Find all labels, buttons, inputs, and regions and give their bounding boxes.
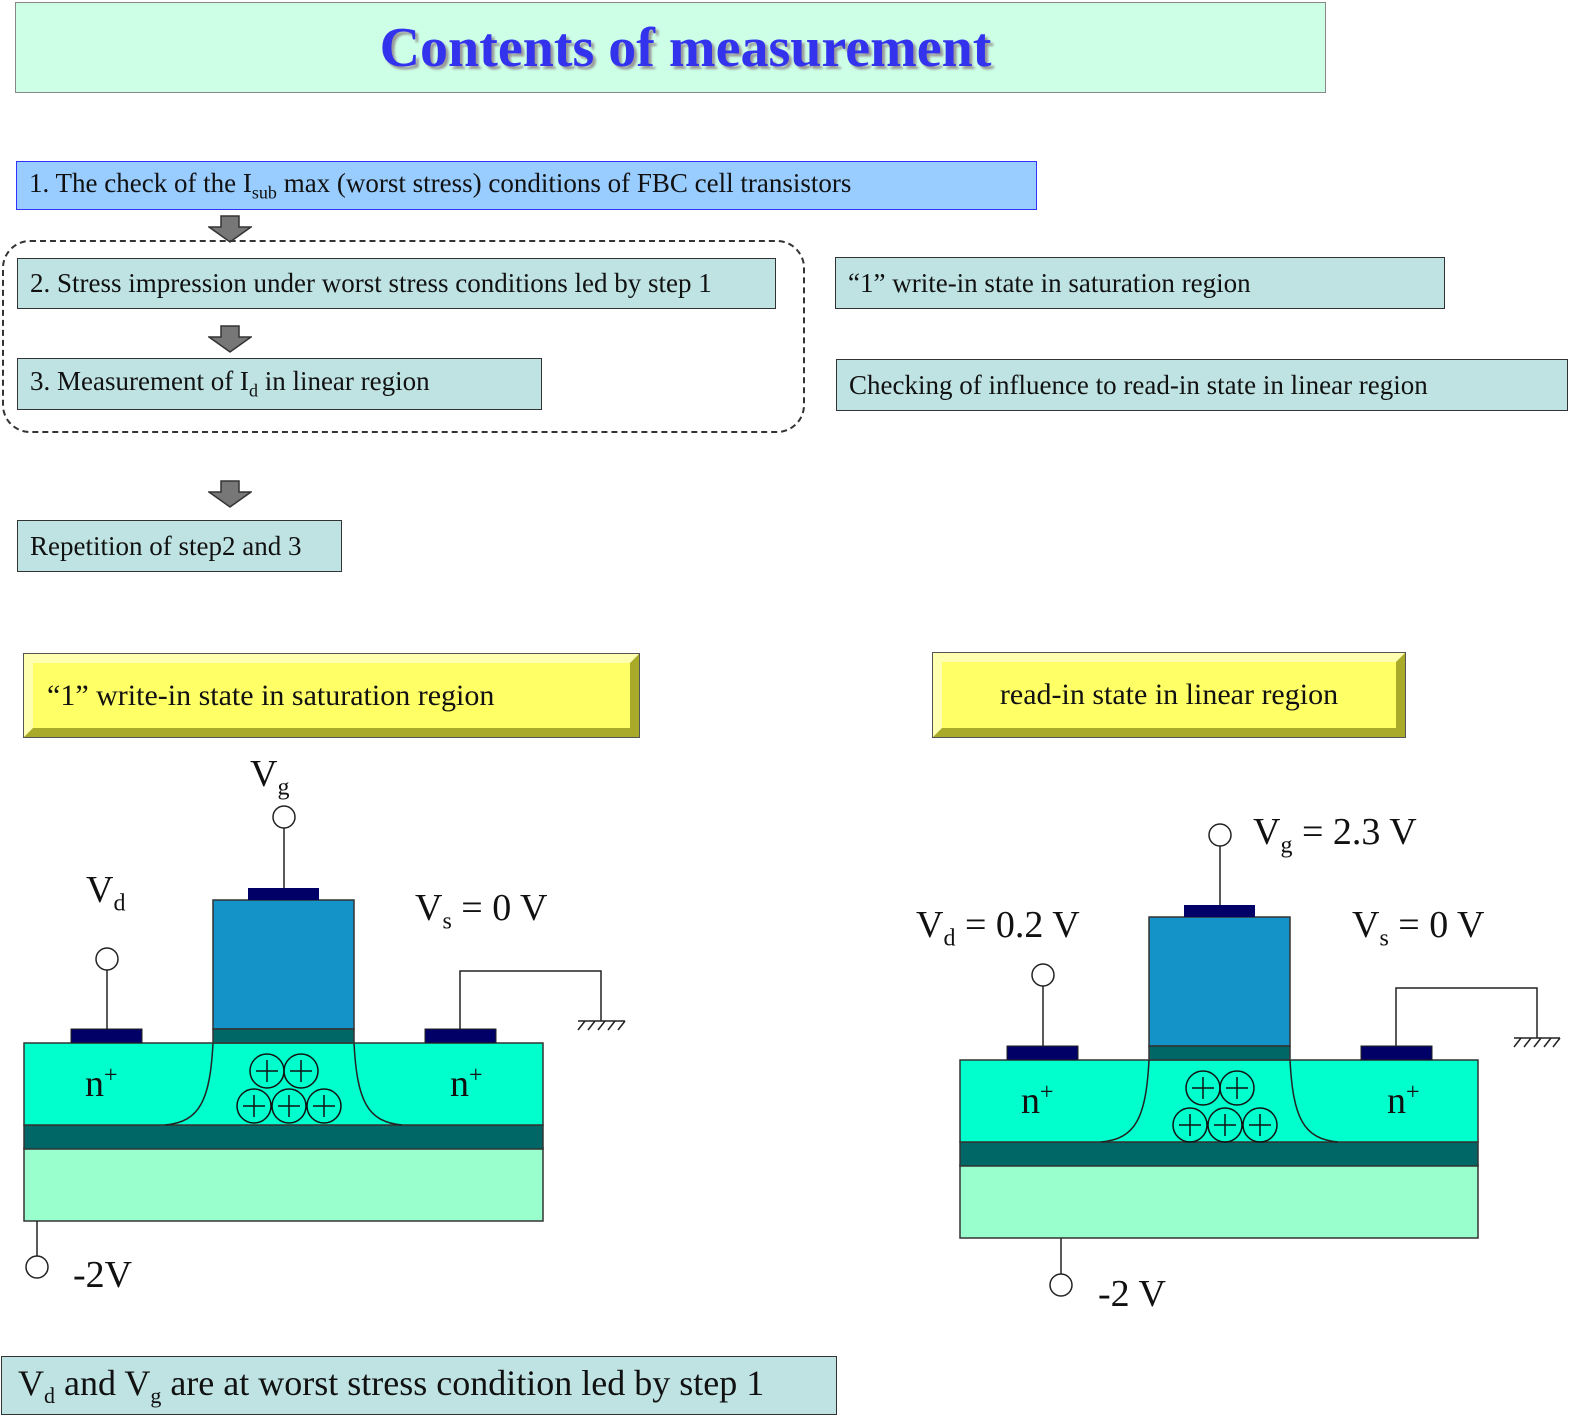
right-diagram-heading: read-in state in linear region [932,652,1406,738]
title-banner: Contents of measurement [15,2,1326,93]
right-gate-label: Vg = 2.3 V [1253,811,1417,859]
side-note-write-in-text: “1” write-in state in saturation region [848,267,1251,298]
hole-charges [236,1053,342,1124]
hole-charges [1172,1070,1278,1143]
left-drain-label: Vd [86,869,126,917]
right-source-label: Vs = 0 V [1352,904,1485,952]
ground-icon [577,1020,626,1031]
right-substrate-label: -2 V [1098,1273,1166,1315]
source-contact [424,1028,497,1044]
steps-2-3-group [2,240,805,433]
page-title: Contents of measurement [379,16,992,79]
gate-oxide [1148,1045,1291,1061]
substrate-terminal-icon [1049,1273,1073,1297]
substrate-layer [23,1147,544,1222]
left-diagram-heading-text: “1” write-in state in saturation region [47,678,495,712]
down-arrow-icon [208,325,252,353]
step-2-text: 2. Stress impression under worst stress … [30,268,712,298]
drain-terminal-icon [1031,963,1055,987]
drain-contact [1006,1045,1079,1061]
step-3-text: 3. Measurement of Id in linear region [30,366,430,401]
repeat-box: Repetition of step2 and 3 [17,520,342,572]
right-n-plus-drain: n+ [1021,1079,1054,1122]
substrate-terminal-icon [25,1255,49,1279]
right-diagram-heading-text: read-in state in linear region [999,678,1339,711]
junction-curve-right [353,1042,403,1126]
left-n-plus-source: n+ [450,1062,483,1105]
silicon-body [959,1059,1479,1143]
ground-icon [1513,1037,1561,1048]
drain-terminal-icon [95,947,119,971]
footer-note: Vd and Vg are at worst stress condition … [1,1356,837,1415]
gate-contact [1184,905,1255,917]
side-note-read-in: Checking of influence to read-in state i… [836,359,1568,411]
left-source-label: Vs = 0 V [415,887,548,935]
side-note-write-in: “1” write-in state in saturation region [835,257,1445,309]
side-note-read-in-text: Checking of influence to read-in state i… [849,369,1428,400]
substrate-layer [959,1164,1479,1239]
step-2-box: 2. Stress impression under worst stress … [17,258,776,309]
gate-terminal-icon [1208,823,1232,847]
left-diagram-heading: “1” write-in state in saturation region [23,653,640,738]
footer-note-text: Vd and Vg are at worst stress condition … [18,1362,765,1409]
junction-curve-left [164,1042,214,1126]
left-gate-label: Vg [250,753,290,801]
gate-oxide [212,1028,355,1044]
right-drain-label: Vd = 0.2 V [916,904,1080,952]
down-arrow-icon [208,480,252,508]
source-contact [1360,1045,1433,1061]
step-1-box: 1. The check of the Isub max (worst stre… [16,161,1037,210]
junction-curve-right [1289,1059,1339,1143]
buried-oxide-layer [959,1141,1479,1167]
step-3-box: 3. Measurement of Id in linear region [17,358,542,410]
down-arrow-icon [208,215,252,243]
right-transistor-diagram [959,823,1561,1297]
gate-terminal-icon [272,805,296,829]
step-1-text: 1. The check of the Isub max (worst stre… [29,167,852,203]
left-transistor-diagram [23,805,626,1279]
gate-electrode [212,899,355,1030]
drain-contact [70,1028,143,1044]
gate-electrode [1148,916,1291,1047]
buried-oxide-layer [23,1124,544,1150]
left-substrate-label: -2V [73,1254,133,1296]
left-n-plus-drain: n+ [85,1062,118,1105]
junction-curve-left [1100,1059,1150,1143]
gate-contact [248,888,319,900]
repeat-text: Repetition of step2 and 3 [30,530,302,561]
right-n-plus-source: n+ [1387,1079,1420,1122]
